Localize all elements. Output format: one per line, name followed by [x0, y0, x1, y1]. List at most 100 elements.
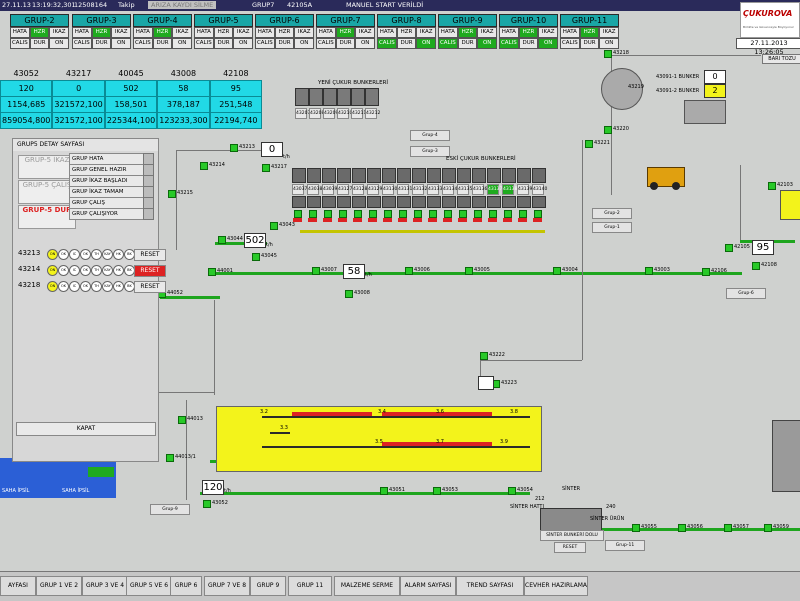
device-status-indicator[interactable]: [252, 253, 260, 261]
old-bunker-lower: [517, 196, 531, 208]
nav-tab[interactable]: GRUP 3 VE 4: [82, 576, 128, 596]
device-status-indicator[interactable]: [230, 144, 238, 152]
old-bunker-lower: [397, 196, 411, 208]
device-status-indicator[interactable]: [218, 236, 226, 244]
new-bunker: [337, 88, 351, 106]
alarm-clear-button[interactable]: ARIZA KAYDI SİLME: [148, 1, 217, 9]
sinter-reset-button[interactable]: RESET: [554, 542, 586, 553]
group-title[interactable]: GRUP-5: [194, 14, 253, 27]
group-title[interactable]: GRUP-9: [438, 14, 497, 27]
table-cell: 502: [104, 80, 158, 97]
device-status-indicator[interactable]: [645, 267, 653, 275]
group-hzr: HZR: [152, 27, 173, 38]
device-status-indicator[interactable]: [604, 50, 612, 58]
device-status-indicator[interactable]: [702, 268, 710, 276]
group-3-button[interactable]: Grup-3: [410, 146, 450, 157]
group-hzr: HZR: [518, 27, 539, 38]
device-status-indicator[interactable]: [725, 244, 733, 252]
device-status-indicator[interactable]: [200, 162, 208, 170]
device-status-indicator[interactable]: [405, 267, 413, 275]
nav-tab[interactable]: TREND SAYFASI: [456, 576, 524, 596]
group-title[interactable]: GRUP-4: [133, 14, 192, 27]
status-bar: 27.11.13 13:19:32,301 12508164 Takip ARI…: [0, 0, 800, 11]
group-title[interactable]: GRUP-8: [377, 14, 436, 27]
group-calis: CALIS: [10, 38, 30, 49]
group5-run-button[interactable]: GRUP-5 ÇALIŞ: [18, 180, 76, 204]
group-title[interactable]: GRUP-11: [560, 14, 619, 27]
device-tag: 43004: [562, 267, 578, 273]
device-status-indicator[interactable]: [380, 487, 388, 495]
group-title[interactable]: GRUP-7: [316, 14, 375, 27]
device-status-indicator[interactable]: [208, 268, 216, 276]
feeder-status: [474, 210, 482, 218]
device-status-indicator[interactable]: [768, 182, 776, 190]
hopper-43223: [478, 376, 494, 390]
device-status-indicator[interactable]: [433, 487, 441, 495]
device-state-indicator: HK: [113, 249, 124, 260]
reset-button[interactable]: RESET: [134, 281, 166, 293]
device-status-indicator[interactable]: [604, 126, 612, 134]
nav-tab[interactable]: AYFASI: [0, 576, 36, 596]
old-bunkers-label: ESKİ ÇUKUR BUNKERLERİ: [446, 156, 516, 162]
device-status-indicator[interactable]: [553, 267, 561, 275]
device-status-indicator[interactable]: [480, 352, 488, 360]
group-4-button[interactable]: Grup-4: [410, 130, 450, 141]
group-on: ON: [599, 38, 620, 49]
nav-tab[interactable]: GRUP 1 VE 2: [36, 576, 82, 596]
device-status-indicator[interactable]: [724, 524, 732, 532]
device-status-indicator[interactable]: [585, 140, 593, 148]
device-status-indicator[interactable]: [678, 524, 686, 532]
device-status-indicator[interactable]: [312, 267, 320, 275]
bari-tozu-button[interactable]: BARI TOZU: [762, 54, 800, 64]
device-status-indicator[interactable]: [178, 416, 186, 424]
device-status-indicator[interactable]: [262, 164, 270, 172]
device-status-indicator[interactable]: [270, 222, 278, 230]
group-title[interactable]: GRUP-6: [255, 14, 314, 27]
device-state-indicator: OK: [58, 281, 69, 292]
nav-tab[interactable]: GRUP 5 VE 6: [126, 576, 172, 596]
nav-tab[interactable]: MALZEME SERME: [334, 576, 400, 596]
reset-button[interactable]: RESET: [134, 249, 166, 261]
bunker-label: 43091-1 BUNKER: [656, 74, 700, 80]
device-tag: 42106: [711, 268, 727, 274]
reset-button[interactable]: RESET: [134, 265, 166, 277]
group-11-button[interactable]: Grup-11: [605, 540, 645, 551]
nav-tab[interactable]: GRUP 7 VE 8: [204, 576, 250, 596]
device-status-indicator[interactable]: [764, 524, 772, 532]
nav-tab[interactable]: ALARM SAYFASI: [400, 576, 456, 596]
device-status-indicator[interactable]: [752, 262, 760, 270]
device-status-indicator[interactable]: [632, 524, 640, 532]
group-6-button[interactable]: Grup-6: [726, 288, 766, 299]
device-status-indicator[interactable]: [465, 267, 473, 275]
nav-tab[interactable]: GRUP 11: [288, 576, 332, 596]
group5-warn-button[interactable]: GRUP-5 İKAZ: [18, 155, 76, 179]
group-1-button[interactable]: Grup-1: [592, 222, 632, 233]
group-title[interactable]: GRUP-10: [499, 14, 558, 27]
close-button[interactable]: KAPAT: [16, 422, 156, 436]
nav-tab[interactable]: CEVHER HAZIRLAMA: [524, 576, 588, 596]
device-status-indicator[interactable]: [203, 500, 211, 508]
group-2-button[interactable]: Grup-2: [592, 208, 632, 219]
nav-tab[interactable]: GRUP 6: [170, 576, 202, 596]
device-tag: 43044: [227, 236, 243, 242]
group-title[interactable]: GRUP-2: [10, 14, 69, 27]
group-title[interactable]: GRUP-3: [72, 14, 131, 27]
device-status-indicator[interactable]: [345, 290, 353, 298]
device-status-indicator[interactable]: [166, 454, 174, 462]
device-state-indicator: TH: [91, 265, 102, 276]
group5-stop-button[interactable]: GRUP-5 DUR: [18, 205, 76, 229]
device-status-indicator[interactable]: [168, 190, 176, 198]
device-status-indicator[interactable]: [508, 487, 516, 495]
nav-tab[interactable]: GRUP 9: [250, 576, 286, 596]
group-9-button[interactable]: Grup-9: [150, 504, 190, 515]
